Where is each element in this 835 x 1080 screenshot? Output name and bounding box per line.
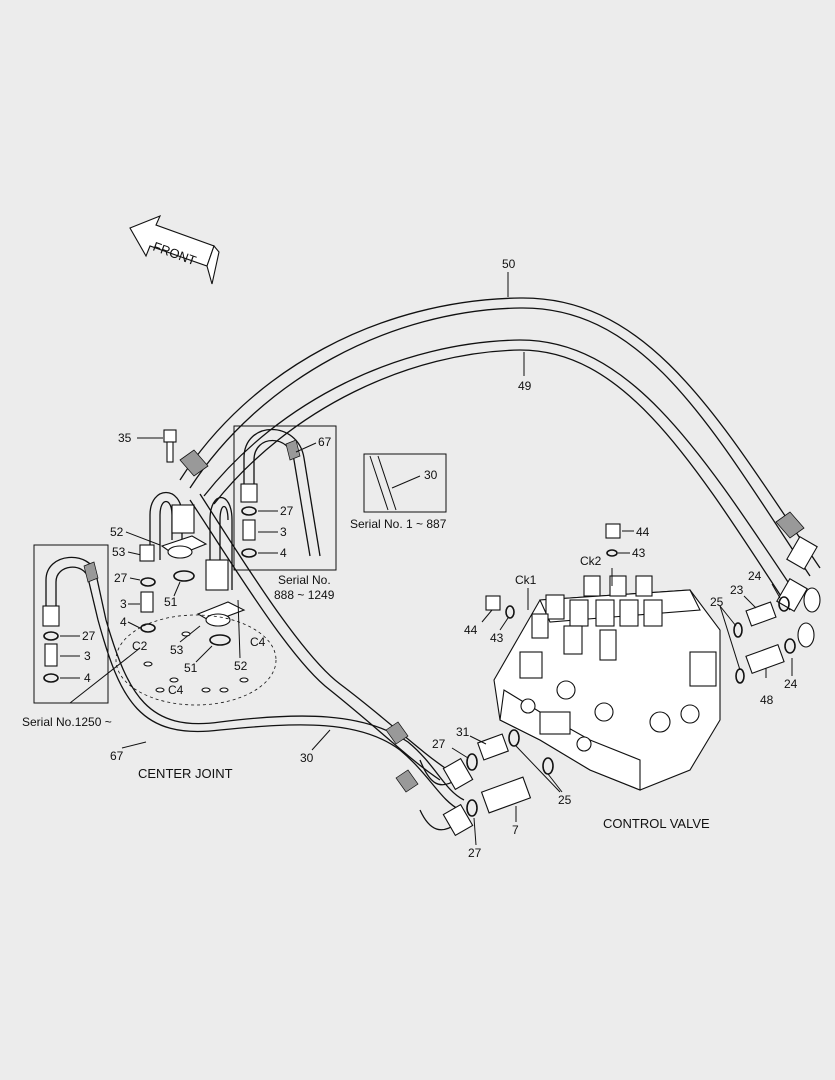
label-53-bottom: 53 (170, 643, 184, 657)
label-3-mid: 3 (120, 597, 127, 611)
label-27-1250: 27 (82, 629, 96, 643)
label-52-top: 52 (110, 525, 124, 539)
bolt-35 (137, 429, 177, 463)
label-24-lower: 24 (784, 677, 798, 691)
label-52-bottom: 52 (234, 659, 248, 673)
label-51-bottom: 51 (184, 661, 198, 675)
plug-44-top (605, 523, 621, 539)
label-ck2: Ck2 (580, 554, 602, 568)
label-4-mid: 4 (120, 615, 127, 629)
label-4-1250: 4 (84, 671, 91, 685)
control-valve-title: CONTROL VALVE (603, 816, 710, 831)
label-27-lower: 27 (468, 846, 482, 860)
label-48: 48 (760, 693, 774, 707)
label-4-888: 4 (280, 546, 287, 560)
label-49: 49 (518, 379, 532, 393)
label-53-top: 53 (112, 545, 126, 559)
center-joint-disc (115, 614, 277, 706)
hose-67-30-lower (97, 493, 474, 837)
label-43-left: 43 (490, 631, 504, 645)
hose-67-variant-b (42, 556, 107, 683)
serial-box-888 (233, 425, 337, 571)
front-arrow: FRONT (129, 214, 220, 285)
hose-50-49 (179, 297, 821, 648)
label-3-888: 3 (280, 525, 287, 539)
label-67-top: 67 (318, 435, 332, 449)
label-27-888: 27 (280, 504, 294, 518)
label-23: 23 (730, 583, 744, 597)
label-24-upper: 24 (748, 569, 762, 583)
label-51-top: 51 (164, 595, 178, 609)
label-3-1250: 3 (84, 649, 91, 663)
control-valve-body (493, 575, 721, 791)
label-50: 50 (502, 257, 516, 271)
label-44-left: 44 (464, 623, 478, 637)
label-31: 31 (456, 725, 470, 739)
label-c4-bottom: C4 (168, 683, 184, 697)
label-c2: C2 (132, 639, 148, 653)
label-ck1: Ck1 (515, 573, 537, 587)
label-43-top: 43 (632, 546, 646, 560)
plug-44-left (485, 595, 501, 611)
serial-box-1-887 (363, 453, 447, 513)
label-30-box: 30 (424, 468, 438, 482)
center-joint-title: CENTER JOINT (138, 766, 233, 781)
label-7: 7 (512, 823, 519, 837)
label-67-bottom: 67 (110, 749, 124, 763)
serial-box-1250 (33, 544, 109, 704)
left-fittings (466, 729, 554, 817)
serial-1-887: Serial No. 1 ~ 887 (350, 517, 447, 531)
label-44-top: 44 (636, 525, 650, 539)
serial-888-line1: Serial No. (278, 573, 331, 587)
label-35: 35 (118, 431, 132, 445)
serial-1250: Serial No.1250 ~ (22, 715, 112, 729)
label-30-bottom: 30 (300, 751, 314, 765)
label-c4-right: C4 (250, 635, 266, 649)
label-27-mid: 27 (114, 571, 128, 585)
hose-67-variant-a (240, 428, 321, 558)
label-25-right: 25 (710, 595, 724, 609)
label-27-valve: 27 (432, 737, 446, 751)
right-fittings (733, 596, 796, 684)
label-25-left: 25 (558, 793, 572, 807)
serial-888-line2: 888 ~ 1249 (274, 588, 335, 602)
center-joint-hoses (149, 491, 246, 646)
